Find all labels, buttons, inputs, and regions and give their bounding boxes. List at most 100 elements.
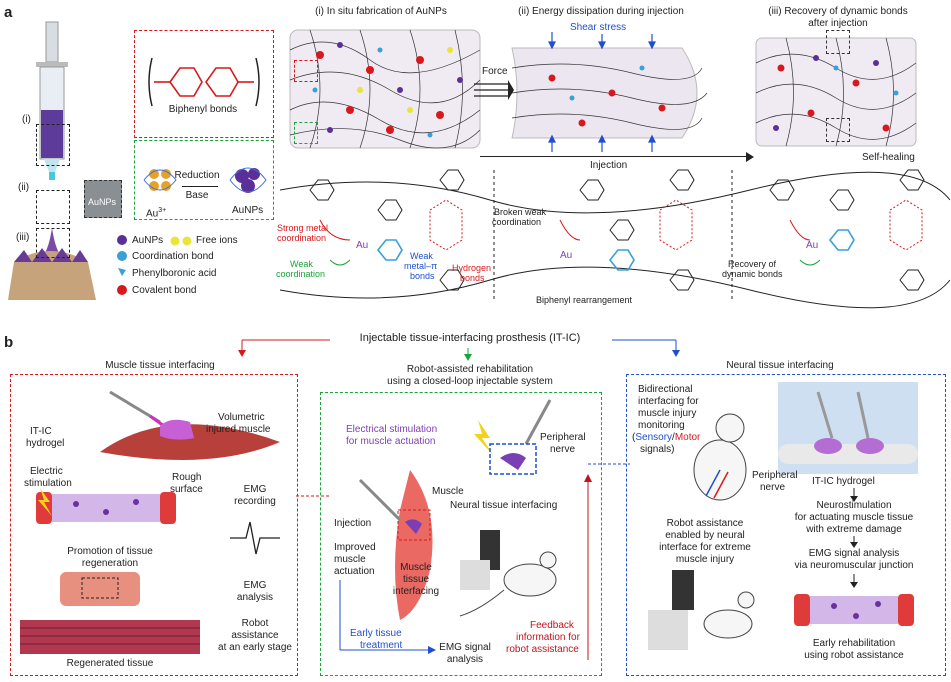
reduction-top: Reduction [174, 170, 220, 181]
muscle-emg-an-2: analysis [236, 592, 274, 603]
force-arrows [474, 80, 514, 100]
neural-peripheral-1: Peripheral [752, 470, 798, 481]
panel-b-title: Injectable tissue-interfacing prosthesis… [359, 332, 581, 344]
neural-title: Neural tissue interfacing [726, 360, 834, 371]
robot-early-1: Early tissue [350, 628, 402, 639]
shear-arrows [548, 32, 656, 152]
neural-emg-2: via neuromuscular junction [794, 560, 914, 571]
syringe-label-ii: (ii) [18, 182, 30, 193]
muscle-emg-rec-1: EMG [243, 484, 267, 495]
neural-flow-arrows [850, 488, 858, 588]
muscle-vol-1: Volumetric [218, 412, 265, 423]
self-heal-box-bottom [826, 118, 850, 142]
hydrogel-network-i [289, 29, 481, 149]
stage-i-title: (i) In situ fabrication of AuNPs [315, 6, 447, 17]
neural-neuro-2: for actuating muscle tissue [794, 512, 914, 523]
neural-bidir-1: Bidirectional [638, 384, 693, 395]
biphenyl-box [134, 30, 274, 138]
robot-title-2: using a closed-loop injectable system [387, 376, 553, 387]
neural-itic: IT-IC hydrogel [812, 476, 875, 487]
legend-icons [117, 235, 127, 295]
gel-block-stimulation [36, 488, 176, 524]
reduction-au: Au3+ [146, 207, 167, 220]
zoom-box-red [294, 60, 318, 82]
aunps-cluster-icon [229, 167, 267, 193]
muscle-rough-1: Rough [172, 472, 202, 483]
panel-a-label: a [4, 4, 13, 21]
robot-feedback-2: information for [516, 632, 580, 643]
biphenyl-structure [148, 57, 260, 107]
muscle-emg-an-1: EMG [243, 580, 267, 591]
robot-box [320, 392, 602, 676]
robot-improved-1: Improved [334, 542, 376, 553]
chem-broken-1: Broken weak [494, 207, 547, 217]
aunps-inset [84, 180, 122, 218]
neural-bidir-3: muscle injury [638, 408, 697, 419]
free-ions-icon [170, 236, 192, 246]
neural-bidir-2: interfacing for [638, 396, 699, 407]
hydrogel-network-iii [755, 37, 917, 147]
robot-injection: Injection [334, 518, 372, 529]
reduction-aunps: AuNPs [232, 205, 264, 216]
syringe-box-ii [36, 190, 70, 224]
injection-arrow-head [746, 152, 754, 162]
shear-stress-label: Shear stress [570, 22, 627, 33]
force-label: Force [482, 66, 508, 77]
robot-improved-3: actuation [334, 566, 375, 577]
zoom-box-green [294, 122, 318, 144]
robot-improved-2: muscle [334, 554, 366, 565]
neural-robot-3: interface for extreme [659, 542, 751, 553]
reduction-bottom: Base [185, 190, 209, 201]
muscle-robot-1: Robot [241, 618, 269, 629]
muscle-rough-2: surface [170, 484, 203, 495]
chem-hydrogen-1: Hydrogen [452, 263, 492, 273]
legend-coordination: Coordination bond [132, 251, 214, 262]
neural-rat-illustration [693, 413, 747, 501]
syringe-illustration [8, 21, 96, 300]
legend-free-ions: Free ions [196, 235, 238, 246]
aunps-inset-label: AuNPs [88, 197, 117, 207]
neural-robot-2: enabled by neural [665, 530, 745, 541]
muscle-robot-2: assistance [231, 630, 279, 641]
muscle-title: Muscle tissue interfacing [105, 360, 215, 371]
injured-muscle-illustration [100, 390, 280, 460]
stage-iii-title-2: after injection [808, 18, 868, 29]
reduction-arrow [182, 186, 218, 187]
chem-au-1: Au [356, 240, 369, 251]
biphenyl-label: Biphenyl bonds [168, 104, 238, 115]
robot-feedback-1: Feedback [530, 620, 574, 631]
robot-early-2: treatment [360, 640, 403, 651]
neural-neuro-1: Neurostimulation [816, 500, 892, 511]
robot-elec-2: for muscle actuation [346, 436, 436, 447]
chem-weak-metal-pi-3: bonds [410, 271, 435, 281]
muscle-promo-1: Promotion of tissue [67, 546, 153, 557]
syringe-label-i: (i) [22, 114, 31, 125]
self-healing-label: Self-healing [862, 152, 915, 163]
injection-label: Injection [590, 160, 628, 171]
robot-muscle: Muscle [432, 486, 464, 497]
neural-robot-illustration [648, 570, 755, 650]
robot-elec-1: Electrical stimulation [346, 424, 438, 435]
neural-robot-1: Robot assistance [666, 518, 744, 529]
stage-iii-title-1: (iii) Recovery of dynamic bonds [768, 6, 908, 17]
emg-waveform-icon [230, 521, 280, 555]
hydrogel-network-ii [511, 47, 708, 139]
robot-mti-1: Muscle [400, 562, 432, 573]
chem-strong-metal-2: coordination [277, 233, 327, 243]
robot-mti-2: tissue [402, 574, 430, 585]
neural-box [626, 374, 946, 676]
chem-strong-metal-1: Strong metal [277, 223, 329, 233]
neural-signals-2: signals) [640, 444, 675, 455]
muscle-elec-1: Electric [30, 466, 63, 477]
legend-aunps: AuNPs [132, 235, 164, 246]
regenerated-tissue-illustration [20, 572, 200, 654]
neural-neuro-3: with extreme damage [806, 524, 902, 535]
chem-weak-metal-pi-1: Weak [410, 251, 433, 261]
muscle-regen: Regenerated tissue [66, 658, 154, 669]
robot-loop-arrows [296, 463, 630, 660]
syringe-box-i [36, 124, 70, 166]
robot-peripheral-2: nerve [550, 444, 576, 455]
neural-peripheral-2: nerve [760, 482, 786, 493]
chem-biphenyl-rearr: Biphenyl rearrangement [536, 295, 633, 305]
chem-recovery-2: dynamic bonds [722, 269, 783, 279]
